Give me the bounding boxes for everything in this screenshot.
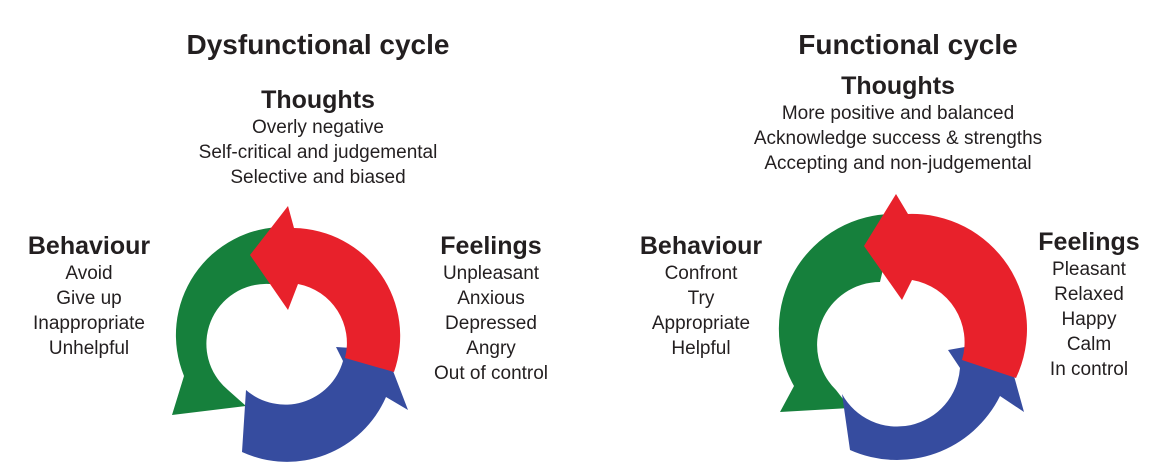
dysfunctional-feelings-item: Angry: [466, 338, 516, 359]
dysfunctional-feelings-item: Out of control: [433, 363, 549, 384]
functional-behaviour-heading: Behaviour: [639, 232, 763, 260]
dysfunctional-thoughts-heading: Thoughts: [261, 86, 375, 114]
dysfunctional-behaviour-item: Give up: [56, 288, 122, 309]
functional-cycle-panel: Functional cycle Thoughts More positive …: [580, 0, 1160, 471]
dysfunctional-feelings: Feelings Unpleasant Anxious Depressed An…: [416, 232, 566, 386]
dysfunctional-thoughts-item: Selective and biased: [230, 167, 406, 188]
functional-thoughts-item: Acknowledge success & strengths: [753, 128, 1043, 149]
dysfunctional-feelings-item: Unpleasant: [442, 263, 540, 284]
dysfunctional-feelings-item: Anxious: [457, 288, 525, 309]
dysfunctional-behaviour-item: Unhelpful: [48, 338, 130, 359]
functional-behaviour-item: Helpful: [671, 338, 731, 359]
functional-feelings-item: Calm: [1066, 334, 1112, 355]
functional-feelings-item: Relaxed: [1054, 284, 1124, 305]
functional-feelings-item: Happy: [1061, 309, 1117, 330]
behaviour-arrow: [172, 226, 285, 415]
dysfunctional-behaviour: Behaviour Avoid Give up Inappropriate Un…: [14, 232, 164, 361]
functional-behaviour: Behaviour Confront Try Appropriate Helpf…: [626, 232, 776, 361]
functional-thoughts-item: Accepting and non-judgemental: [764, 153, 1032, 174]
functional-feelings-item: Pleasant: [1052, 259, 1126, 280]
dysfunctional-behaviour-heading: Behaviour: [27, 232, 151, 260]
dysfunctional-feelings-heading: Feelings: [440, 232, 542, 260]
functional-thoughts-item: More positive and balanced: [781, 103, 1015, 124]
dysfunctional-behaviour-item: Avoid: [65, 263, 113, 284]
functional-cycle-title: Functional cycle: [798, 29, 1018, 60]
thoughts-arrow: [250, 206, 401, 372]
thoughts-arrow: [864, 194, 1027, 378]
behaviour-arrow: [778, 213, 896, 412]
functional-behaviour-item: Confront: [664, 263, 738, 284]
dysfunctional-cycle-arrows: [172, 206, 408, 462]
dysfunctional-behaviour-item: Inappropriate: [33, 313, 145, 334]
functional-thoughts: Thoughts More positive and balanced Ackn…: [708, 72, 1088, 176]
dysfunctional-cycle-title: Dysfunctional cycle: [186, 29, 450, 60]
functional-thoughts-heading: Thoughts: [841, 72, 955, 100]
feelings-arrow: [842, 340, 1024, 461]
dysfunctional-thoughts-item: Overly negative: [251, 117, 384, 138]
functional-feelings-item: In control: [1049, 359, 1129, 380]
dysfunctional-thoughts: Thoughts Overly negative Self-critical a…: [168, 86, 468, 190]
feelings-arrow: [242, 347, 408, 462]
functional-behaviour-item: Try: [687, 288, 715, 309]
dysfunctional-cycle-panel: Dysfunctional cycle Thoughts Overly nega…: [14, 29, 566, 462]
dysfunctional-feelings-item: Depressed: [445, 313, 537, 334]
functional-cycle-arrows: [778, 194, 1027, 461]
dysfunctional-thoughts-item: Self-critical and judgemental: [198, 142, 438, 163]
functional-feelings: Feelings Pleasant Relaxed Happy Calm In …: [1024, 228, 1154, 382]
functional-behaviour-item: Appropriate: [651, 313, 751, 334]
functional-feelings-heading: Feelings: [1038, 228, 1140, 256]
